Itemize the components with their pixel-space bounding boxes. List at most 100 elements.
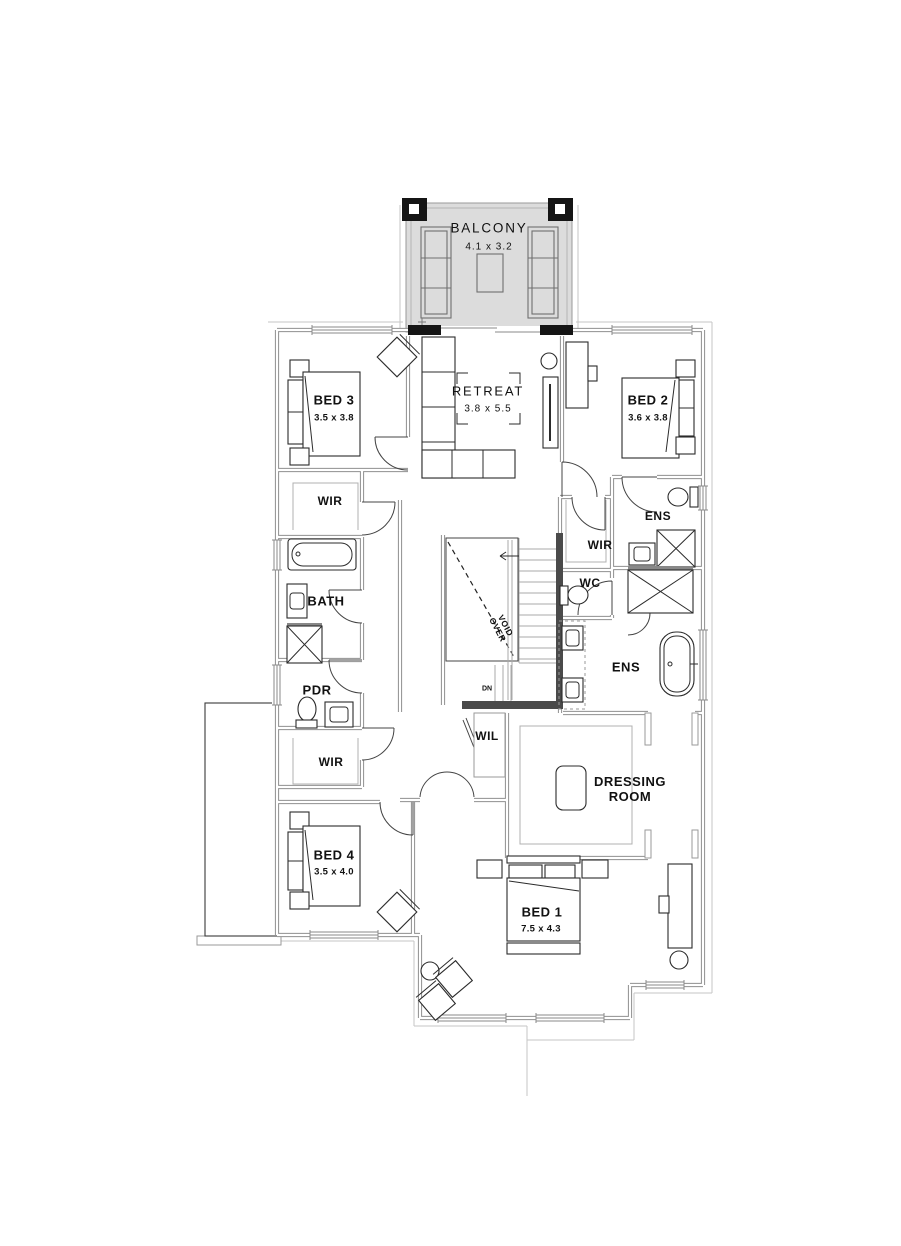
wardrobe-return-wall: [644, 829, 652, 859]
room-label-wil: WIL: [475, 729, 499, 743]
window: [272, 539, 282, 571]
room-label-pdr: PDR: [302, 682, 332, 698]
retreat-label-brackets: [456, 372, 521, 425]
bed4-bed: [287, 811, 361, 910]
pdr-vanity-basin: [324, 701, 354, 728]
dressing-ottoman: [555, 765, 587, 811]
bed3-chair: [376, 334, 420, 378]
wardrobe-return-wall: [691, 829, 699, 859]
bed-mattress: [506, 877, 581, 942]
room-label-bed4: BED 4: [313, 847, 355, 863]
hall-wall: [462, 701, 563, 709]
room-label-wir-bed4: WIR: [318, 755, 344, 769]
double-doors-master: [419, 771, 475, 798]
bed1-sitting-chairs: [415, 957, 474, 1022]
stair-direction-arrow: [499, 551, 519, 561]
stair-wall: [556, 533, 563, 705]
room-dims-retreat: 3.8 x 5.5: [464, 403, 512, 415]
bedside-table: [675, 359, 696, 378]
stair-rail: [507, 540, 513, 700]
balcony-floor: [405, 202, 573, 333]
bed3-bed: [287, 359, 361, 466]
window: [272, 664, 282, 706]
door-shower-master: [627, 612, 651, 636]
level-marker: [418, 318, 426, 326]
window: [535, 1013, 605, 1023]
wardrobe-return-wall: [644, 712, 652, 746]
room-dims-bed2: 3.6 x 3.8: [628, 412, 668, 424]
wc-toilet: [559, 585, 589, 606]
wil-closet: [473, 712, 506, 778]
wir-bed2-shelving: [565, 500, 607, 563]
bed-mattress: [302, 371, 361, 457]
sliding-door: [441, 326, 540, 334]
bedside-table: [476, 859, 503, 879]
wall-segment-black-left: [408, 325, 441, 335]
wir-bed3-shelving: [292, 482, 359, 530]
door-wir-bed2: [571, 496, 606, 531]
balcony-sofa-left: [420, 226, 452, 319]
window: [437, 1013, 507, 1023]
ens-master-shower: [627, 566, 694, 614]
bedside-table: [289, 891, 310, 910]
roof-outline: [196, 205, 713, 1096]
window: [311, 325, 393, 335]
bedside-table: [289, 447, 310, 466]
dressing-line1: DRESSING: [594, 774, 666, 790]
room-label-bed3: BED 3: [313, 392, 355, 408]
bedside-table: [675, 436, 696, 455]
desk-chair: [669, 950, 689, 970]
retreat-tv-unit: [542, 376, 559, 449]
dressing-shelving: [519, 725, 633, 845]
room-label-ens-master: ENS: [611, 659, 641, 675]
wardrobe-shelving: [292, 482, 633, 845]
pdr-toilet: [295, 696, 318, 729]
bed2-desk: [565, 341, 598, 409]
balcony-area: [402, 198, 573, 333]
door-wc: [577, 580, 613, 616]
bathtub: [287, 538, 357, 571]
dressing-line2: ROOM: [608, 789, 652, 804]
ens-bed2-vanity-basin: [628, 542, 656, 566]
bedside-table: [289, 811, 310, 830]
wardrobe-return-wall: [691, 712, 699, 746]
room-dims-bed1: 7.5 x 4.3: [521, 923, 561, 935]
bed2-bed: [621, 359, 696, 459]
door-wir-bed3: [361, 501, 396, 536]
room-label-balcony: BALCONY: [450, 220, 528, 236]
furniture: [287, 334, 696, 1022]
bedside-table: [581, 859, 609, 879]
door-bed3: [374, 436, 409, 471]
void-diagonal: [447, 541, 515, 658]
bed-foot-bench: [506, 942, 581, 955]
retreat-sofa: [421, 336, 516, 479]
door-bath: [328, 589, 363, 624]
room-dims-bed4: 3.5 x 4.0: [314, 866, 354, 878]
bath-shower: [286, 623, 323, 664]
window: [698, 629, 708, 701]
bed1-bed: [476, 855, 609, 955]
fixtures: [286, 486, 699, 729]
ens-bed2-shower: [656, 529, 696, 568]
plant: [540, 352, 558, 370]
door-wir-bed4: [361, 727, 395, 761]
stairs: [445, 537, 556, 701]
windows: [272, 325, 708, 1023]
door-bed2: [561, 461, 598, 498]
bed4-chair: [376, 889, 420, 933]
door-ens-bed2: [621, 476, 658, 513]
porch-slab: [196, 935, 282, 946]
stairs-dn-label: DN: [481, 685, 493, 693]
walls: [274, 325, 706, 1021]
room-label-bed2: BED 2: [627, 392, 669, 408]
room-label-retreat: RETREAT: [451, 383, 525, 399]
ens-master-double-vanity: [558, 620, 586, 710]
room-label-bed1: BED 1: [521, 904, 563, 920]
bed1-desk: [658, 863, 693, 970]
room-dims-balcony: 4.1 x 3.2: [465, 241, 513, 253]
wall-segment-black-right: [540, 325, 573, 335]
window: [698, 485, 708, 511]
balcony-sofa-right: [527, 226, 559, 319]
